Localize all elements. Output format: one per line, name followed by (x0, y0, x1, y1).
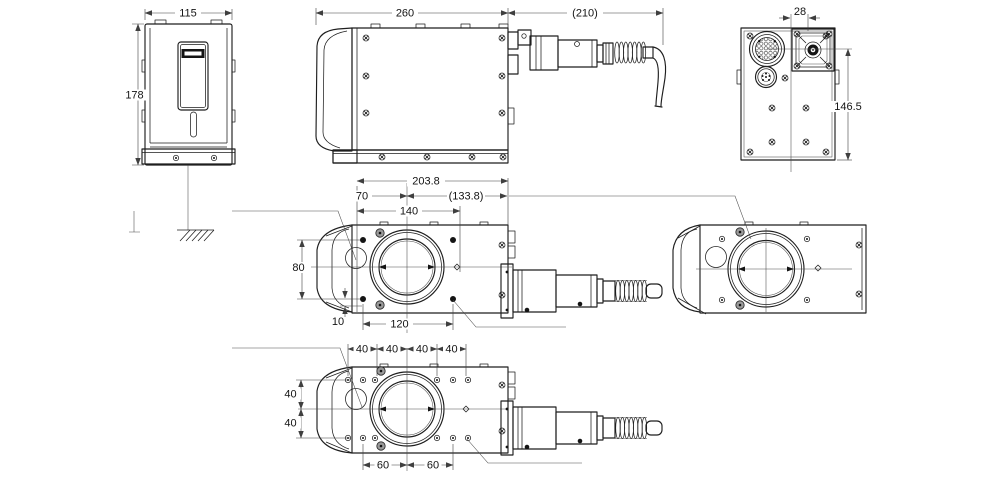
dim-label-base-pitch-1: 60 (377, 460, 389, 472)
dim-front-height: 178 (123, 23, 146, 166)
front-cover (316, 224, 353, 313)
mounting-hole (450, 237, 456, 243)
dim-top-width: 120 (362, 304, 454, 331)
top-view-right (509, 195, 867, 315)
dim-label-rear-height: 146.5 (834, 101, 862, 113)
reference-diamond (453, 263, 461, 271)
mounting-hole (360, 237, 366, 243)
dim-rear-height: 146.5 (831, 48, 865, 161)
dim-label-pitch-2: 40 (386, 344, 398, 356)
dim-top-edge: 10 (332, 288, 362, 328)
mounting-hole (360, 296, 366, 302)
leader-lens-ring (509, 195, 752, 240)
dim-rear-offset: 28 (779, 6, 820, 31)
fiber-cable (652, 46, 667, 107)
reference-diamond (814, 264, 822, 272)
dim-label-side-cable: (210) (572, 8, 598, 20)
strain-relief-spring (614, 41, 647, 64)
dim-label-top-span: 140 (400, 206, 418, 218)
side-view: 260 (210) (315, 7, 667, 164)
dim-top-height: 80 (286, 239, 360, 300)
dim-side-cable: (210) (507, 7, 664, 45)
fiber-connector-side (507, 29, 667, 125)
mounting-hole (450, 296, 456, 302)
dim-label-top-overall: 203.8 (412, 176, 440, 188)
dim-top-span: 140 (356, 205, 461, 272)
dim-label-top-width: 120 (390, 319, 408, 331)
fiber-connector-top (501, 264, 662, 318)
leader-mounting-hole (466, 438, 582, 464)
dim-label-side-pitch-1: 40 (284, 389, 296, 401)
front-cover (315, 27, 353, 152)
guide-window (705, 246, 727, 268)
control-connector (754, 65, 778, 89)
leader-mounting-hole (452, 299, 566, 328)
fiber-connector-bottom (501, 401, 662, 455)
dim-side-length: 260 (315, 7, 509, 25)
top-view: 203.8 70 (133.8) 140 80 10 120 (232, 175, 736, 333)
dim-top-axis-to-rear: (133.8) (406, 190, 508, 203)
front-cover (672, 224, 701, 313)
leader-guide-window (232, 347, 363, 408)
dim-top-overall: 203.8 (356, 175, 509, 312)
dim-label-front-width: 115 (179, 8, 197, 20)
dim-bottom-side-pitch: 40 40 (280, 379, 350, 439)
fiber-receptacle (791, 28, 835, 72)
leader-guide-window (232, 210, 357, 261)
dim-label-pitch-4: 40 (445, 344, 457, 356)
dim-label-rear-offset: 28 (794, 6, 806, 18)
work-surface-hatch (177, 229, 215, 242)
front-cover (316, 366, 353, 454)
guide-window (345, 247, 367, 269)
guide-window (345, 388, 367, 410)
dim-label-top-edge: 10 (332, 316, 344, 328)
mounting-hole-row-top (344, 376, 472, 384)
indicator-slot (190, 111, 197, 138)
dim-label-pitch-1: 40 (356, 344, 368, 356)
dim-front-width: 115 (144, 7, 233, 20)
dim-label-side-length: 260 (396, 8, 414, 20)
dim-label-side-pitch-2: 40 (284, 418, 296, 430)
dim-bottom-base-pitch: 60 60 (362, 444, 454, 472)
dim-bottom-pitch: 40 40 40 40 (347, 343, 467, 376)
dim-label-front-to-axis: 70 (356, 191, 368, 203)
dim-label-top-height: 80 (292, 262, 304, 274)
front-view: 115 178 (123, 7, 236, 242)
mounting-hole-row-bottom (344, 434, 472, 442)
dim-label-front-height: 178 (125, 90, 143, 102)
dim-label-axis-to-rear: (133.8) (449, 191, 484, 203)
scan-window (177, 41, 209, 111)
reference-diamond (462, 405, 470, 413)
bottom-view: 40 40 40 40 40 40 60 60 (232, 343, 662, 472)
rear-view: 28 146.5 (736, 6, 865, 172)
dim-top-front-to-axis: 70 (352, 190, 408, 203)
dim-label-base-pitch-2: 60 (427, 460, 439, 472)
dim-label-pitch-3: 40 (416, 344, 428, 356)
